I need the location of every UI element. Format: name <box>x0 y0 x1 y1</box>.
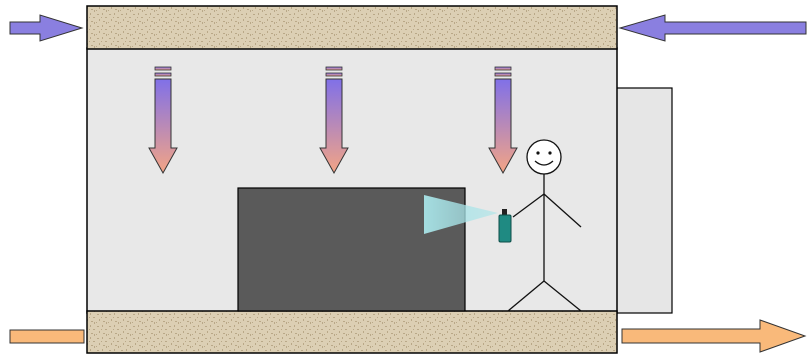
downdraft-arrow-2 <box>319 66 349 175</box>
arrow-down-icon <box>488 66 518 175</box>
spray-cone <box>424 195 498 234</box>
arrow-down-icon <box>148 66 178 175</box>
side-panel <box>614 87 673 314</box>
downdraft-arrow-3 <box>488 66 518 175</box>
arrow-right-icon <box>621 319 807 353</box>
arrow-right-icon <box>9 329 85 344</box>
arrow-left-icon <box>618 14 807 42</box>
stick-figure-icon <box>507 139 582 312</box>
arrow-down-icon <box>319 66 349 175</box>
spray-can-icon <box>498 209 512 243</box>
bottom-filter <box>86 310 618 354</box>
downdraft-arrow-1 <box>148 66 178 175</box>
top-filter <box>86 5 618 50</box>
arrow-right-icon <box>9 14 84 42</box>
